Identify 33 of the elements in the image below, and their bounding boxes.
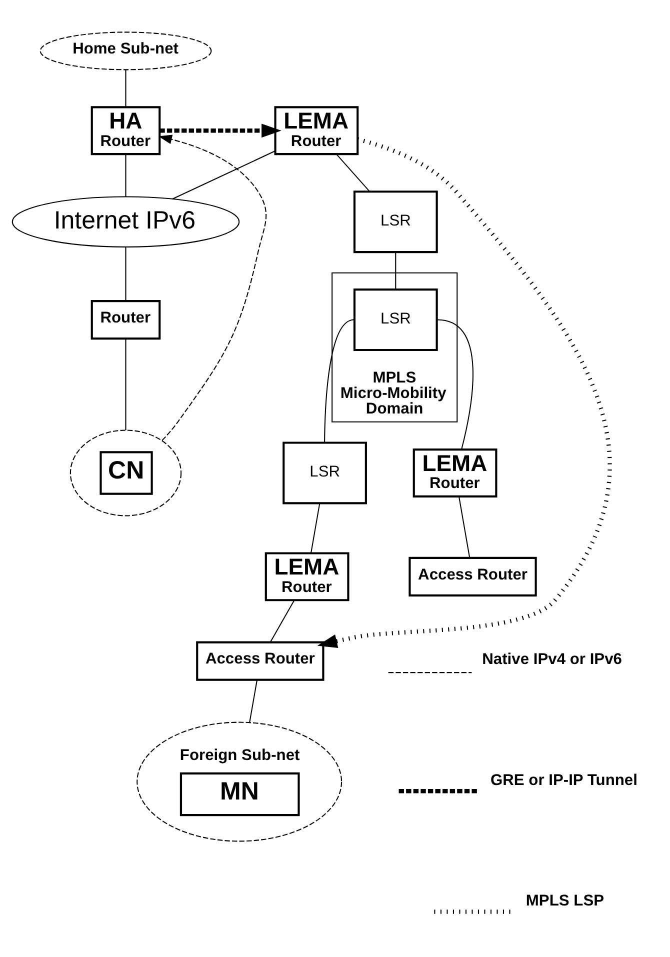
connector bbox=[336, 153, 370, 192]
legend-label: GRE or IP-IP Tunnel bbox=[490, 771, 638, 788]
node-box: HA Router bbox=[90, 106, 161, 155]
node-ellipse: CN bbox=[70, 429, 182, 516]
connector bbox=[125, 69, 126, 106]
node-box: Router bbox=[90, 299, 161, 340]
node-box: LEMA Router bbox=[412, 448, 498, 497]
connector bbox=[310, 502, 320, 553]
node-box: LSR bbox=[353, 190, 438, 253]
node-box: LEMA Router bbox=[264, 552, 350, 601]
connector bbox=[125, 154, 126, 196]
arrow bbox=[160, 123, 282, 138]
node-ellipse: Internet IPv6 bbox=[12, 196, 240, 247]
legend-label: MPLS LSP bbox=[526, 892, 604, 910]
node-ellipse: Home Sub-net bbox=[40, 31, 212, 70]
node-box: LSR bbox=[282, 441, 367, 504]
node-box: LEMA Router bbox=[274, 106, 359, 155]
connector bbox=[125, 246, 126, 300]
legend-label: Native IPv4 or IPv6 bbox=[482, 650, 622, 668]
connector bbox=[172, 150, 276, 199]
connector bbox=[458, 496, 470, 558]
connector bbox=[395, 252, 396, 289]
node-ellipse: Foreign Sub-net MN bbox=[136, 721, 342, 842]
arrow bbox=[317, 136, 612, 648]
node-box: Access Router bbox=[408, 556, 537, 596]
arrow bbox=[158, 134, 267, 440]
node-box: Access Router bbox=[196, 640, 324, 680]
connector bbox=[270, 599, 295, 642]
node-box: LSR bbox=[353, 288, 438, 351]
connector bbox=[125, 338, 126, 430]
connector bbox=[324, 318, 354, 442]
connector bbox=[437, 318, 474, 450]
connector bbox=[249, 680, 258, 722]
